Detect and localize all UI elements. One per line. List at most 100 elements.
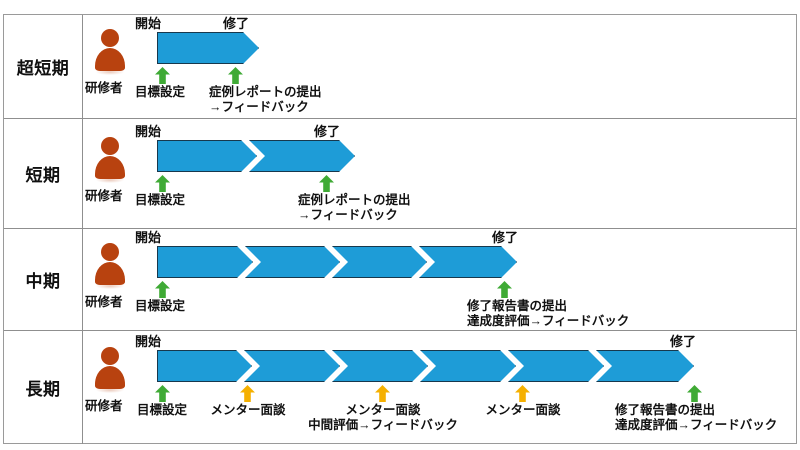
up-arrow-icon [515, 385, 530, 402]
milestone-marker-yellow [240, 385, 255, 402]
person-label: 研修者 [85, 399, 123, 413]
person-label: 研修者 [85, 189, 123, 203]
phase-start-label: 開始 [135, 124, 162, 139]
milestone-marker-green [155, 281, 170, 298]
table-row: 超短期 研修者 開始 修了 目標設定 [4, 15, 796, 119]
period-label: 中期 [25, 272, 61, 291]
milestone-label-line: 修了報告書の提出 [615, 403, 716, 417]
phase-end-label: 修了 [314, 124, 341, 139]
milestone-marker-green [155, 175, 170, 192]
person-body [95, 48, 125, 71]
milestone-label-line: メンター面談 [345, 403, 421, 417]
phase-end-label: 修了 [670, 334, 697, 349]
milestone-label-line: 中間評価→フィードバック [308, 418, 458, 432]
phase-chevron [419, 246, 517, 278]
phase-chevron [157, 350, 252, 382]
up-arrow-icon [155, 281, 170, 298]
phase-chevron [420, 350, 516, 382]
milestone-label-line: 症例レポートの提出 [209, 85, 322, 99]
person-head [101, 347, 119, 365]
person-shadow [96, 177, 124, 183]
up-arrow-icon [155, 175, 170, 192]
milestone-label: メンター面談 [485, 403, 560, 418]
up-arrow-icon [319, 175, 334, 192]
person-shadow [96, 69, 124, 75]
milestone-label: 目標設定 [137, 403, 187, 418]
milestone-label-line: 修了報告書の提出 [467, 299, 568, 313]
phase-chevron-band [157, 32, 258, 64]
milestone-label-line: 達成度評価→フィードバック [615, 418, 778, 432]
table-row: 長期 研修者 開始 修了 [4, 331, 796, 444]
up-arrow-icon [240, 385, 255, 402]
milestone-marker-yellow [375, 385, 390, 402]
person-shadow [96, 387, 124, 393]
phase-chevron [596, 350, 694, 382]
person-label: 研修者 [85, 81, 123, 95]
timeline-content: 研修者 開始 修了 目標設定 [83, 229, 796, 330]
milestone-label: 修了報告書の提出 達成度評価→フィードバック [615, 403, 777, 433]
milestone-label-line: 目標設定 [135, 299, 186, 313]
timeline-table: 超短期 研修者 開始 修了 目標設定 [3, 14, 797, 444]
period-label-cell: 長期 [4, 331, 83, 444]
milestone-label-line: 達成度評価→フィードバック [467, 314, 630, 328]
period-label-cell: 中期 [4, 229, 83, 330]
person-label: 研修者 [85, 295, 123, 309]
phase-chevron-band [157, 350, 693, 382]
person-body [95, 262, 125, 285]
milestone-label-line: 目標設定 [135, 193, 186, 207]
phase-end-label: 修了 [492, 230, 519, 245]
up-arrow-icon [497, 281, 512, 298]
phase-chevron [244, 350, 340, 382]
period-label: 長期 [25, 380, 61, 399]
person-body [95, 156, 125, 179]
phase-end-label: 修了 [223, 16, 250, 31]
trainee-person-icon [93, 137, 127, 183]
person-head [101, 243, 119, 261]
milestone-label: 症例レポートの提出 →フィードバック [209, 85, 322, 115]
trainee-person-icon [93, 29, 127, 75]
timeline-content: 研修者 開始 修了 目標設定 [83, 331, 796, 444]
person-head [101, 137, 119, 155]
trainee-person-icon [93, 243, 127, 289]
person-body [95, 366, 125, 389]
milestone-label-line: 目標設定 [135, 85, 186, 99]
milestone-label: 症例レポートの提出 →フィードバック [298, 193, 411, 223]
up-arrow-icon [375, 385, 390, 402]
phase-start-label: 開始 [135, 16, 162, 31]
milestone-label-line: →フィードバック [209, 100, 309, 114]
phase-chevron [249, 140, 355, 172]
milestone-label: メンター面談 [210, 403, 285, 418]
period-label-cell: 超短期 [4, 15, 83, 118]
milestone-marker-green [687, 385, 702, 402]
milestone-marker-green [228, 67, 243, 84]
milestone-marker-yellow [515, 385, 530, 402]
period-label-cell: 短期 [4, 119, 83, 228]
table-row: 中期 研修者 開始 修了 [4, 229, 796, 331]
milestone-label-line: →フィードバック [298, 208, 398, 222]
phase-start-label: 開始 [135, 230, 162, 245]
up-arrow-icon [228, 67, 243, 84]
phase-chevron [157, 32, 259, 64]
up-arrow-icon [155, 67, 170, 84]
milestone-label: メンター面談 中間評価→フィードバック [308, 403, 458, 433]
milestone-label-line: 症例レポートの提出 [298, 193, 411, 207]
milestone-label-line: メンター面談 [210, 403, 286, 417]
up-arrow-icon [155, 385, 170, 402]
table-row: 短期 研修者 開始 修了 目標設定 [4, 119, 796, 229]
phase-start-label: 開始 [135, 334, 162, 349]
milestone-marker-green [497, 281, 512, 298]
up-arrow-icon [687, 385, 702, 402]
milestone-label: 目標設定 [135, 193, 185, 208]
milestone-marker-green [319, 175, 334, 192]
milestone-label: 目標設定 [135, 85, 185, 100]
timeline-content: 研修者 開始 修了 目標設定 症例レポートの提出 →フィードバック [83, 15, 796, 118]
milestone-label: 目標設定 [135, 299, 185, 314]
phase-chevron [332, 350, 428, 382]
timeline-content: 研修者 開始 修了 目標設定 症例レポートの提出 [83, 119, 796, 228]
milestone-label: 修了報告書の提出 達成度評価→フィードバック [467, 299, 629, 329]
phase-chevron [508, 350, 604, 382]
phase-chevron [157, 140, 257, 172]
phase-chevron-band [157, 140, 354, 172]
trainee-person-icon [93, 347, 127, 393]
